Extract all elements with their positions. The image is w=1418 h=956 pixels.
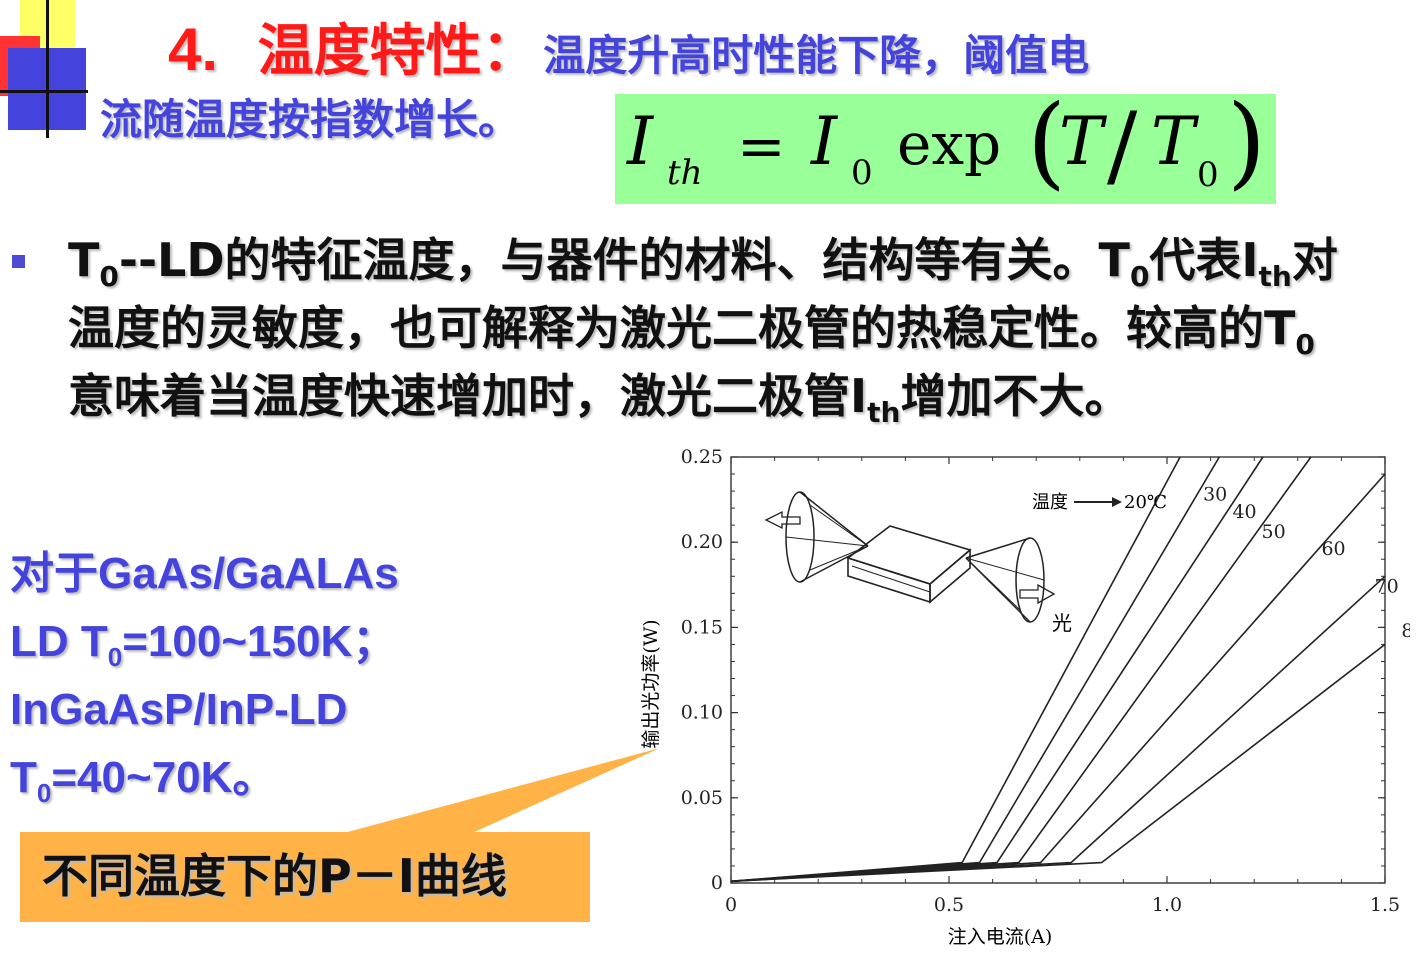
para-part4: 对温度的灵敏度，也可解释为激光二极管的热稳定性。较高的T bbox=[68, 233, 1338, 355]
slide-title: 4. 温度特性： 温度升高时性能下降，阈值电 bbox=[168, 6, 1089, 87]
corner-decoration bbox=[0, 0, 120, 140]
para-sub1: 0 bbox=[99, 260, 119, 293]
left-line1: 对于GaAs/GaALAs bbox=[10, 549, 399, 598]
series-label-70: 70 bbox=[1375, 576, 1399, 598]
left-line3: InGaAsP/InP-LD bbox=[10, 685, 348, 734]
y-tick-label: 0 bbox=[711, 872, 723, 894]
series-line-60 bbox=[730, 473, 1386, 883]
t0-values-block: 对于GaAs/GaALAs LD T0=100~150K； InGaAsP/In… bbox=[10, 540, 610, 812]
para-sub2: 0 bbox=[1129, 260, 1150, 293]
x-tick-label: 1.0 bbox=[1152, 894, 1182, 916]
chart-ticks: 0 0.05 0.10 0.15 0.20 0.25 0 0.5 1.0 1.5 bbox=[681, 446, 1400, 916]
x-axis-label: 注入电流(A) bbox=[948, 926, 1053, 948]
para-part3: 代表I bbox=[1149, 233, 1259, 287]
series-label-40: 40 bbox=[1232, 501, 1256, 523]
chart-series-labels: 304050607080 bbox=[1203, 484, 1410, 642]
left-line2: LD T0=100~150K； bbox=[10, 608, 610, 676]
formula-open-paren: ( bbox=[1027, 94, 1066, 200]
para-part6: 增加不大。 bbox=[900, 369, 1131, 423]
series-label-60: 60 bbox=[1321, 538, 1345, 560]
formula-exp: exp bbox=[897, 110, 1001, 178]
light-label: 光 bbox=[1052, 611, 1072, 635]
callout-text: 不同温度下的P－I曲线 bbox=[42, 849, 507, 903]
callout-box bbox=[20, 832, 590, 922]
series-line-80 bbox=[730, 643, 1386, 883]
y-tick-label: 0.15 bbox=[681, 616, 723, 638]
formula-equals: = bbox=[737, 112, 786, 180]
series-label-50: 50 bbox=[1262, 521, 1286, 543]
para-sub5: th bbox=[867, 396, 901, 429]
bullet-marker bbox=[12, 255, 25, 268]
formula-svg: I th = I 0 exp ( T / T 0 ) bbox=[626, 94, 1266, 200]
formula-lhs-sub: th bbox=[667, 153, 703, 193]
left-line4-a: T bbox=[10, 753, 37, 802]
y-axis-label: 输出光功率(W) bbox=[640, 619, 662, 748]
title-subtitle-line1: 温度升高时性能下降，阈值电 bbox=[543, 31, 1090, 80]
left-line4: T0=40~70K。 bbox=[10, 744, 610, 812]
deco-vertical-line bbox=[46, 0, 49, 138]
left-line4-sub: 0 bbox=[36, 778, 52, 808]
title-main: 温度特性： bbox=[257, 19, 538, 84]
x-tick-label: 0.5 bbox=[934, 894, 964, 916]
para-sub3: th bbox=[1258, 260, 1292, 293]
chart-axes bbox=[730, 456, 1386, 884]
title-subtitle-line2: 流随温度按指数增长。 bbox=[100, 95, 521, 144]
y-tick-label: 0.25 bbox=[681, 446, 723, 468]
legend-prefix: 温度 bbox=[1032, 492, 1068, 513]
left-line2-sub: 0 bbox=[107, 642, 123, 672]
plot-frame bbox=[730, 456, 1386, 884]
chart-series-group bbox=[730, 456, 1386, 883]
formula-rhs-sub: 0 bbox=[851, 153, 873, 193]
series-line-40 bbox=[730, 456, 1264, 883]
deco-horizontal-line bbox=[0, 90, 88, 93]
chart-legend: 温度 20℃ bbox=[1032, 492, 1167, 513]
left-line4-b: =40~70K。 bbox=[51, 753, 277, 802]
para-part5: 意味着当温度快速增加时，激光二极管I bbox=[68, 369, 868, 423]
title-number: 4. bbox=[168, 16, 219, 83]
laser-diode-sketch: 光 bbox=[764, 491, 1072, 635]
formula-slash: / bbox=[1107, 94, 1138, 198]
x-tick-label: 0 bbox=[725, 894, 737, 916]
formula-t0: T bbox=[1151, 103, 1200, 180]
formula-close-paren: ) bbox=[1227, 94, 1266, 200]
legend-first: 20℃ bbox=[1124, 492, 1167, 513]
series-line-50 bbox=[730, 456, 1312, 883]
x-tick-label: 1.5 bbox=[1370, 894, 1400, 916]
series-label-30: 30 bbox=[1203, 484, 1227, 506]
series-line-20℃ bbox=[730, 456, 1181, 883]
formula-t0-sub: 0 bbox=[1197, 155, 1219, 195]
para-sub4: 0 bbox=[1295, 328, 1315, 361]
t0-explanation-paragraph: T0--LD的特征温度，与器件的材料、结构等有关。T0代表Ith对温度的灵敏度，… bbox=[68, 226, 1358, 430]
para-part1: T bbox=[68, 233, 100, 287]
y-tick-label: 0.10 bbox=[681, 702, 723, 724]
series-label-80: 80 bbox=[1401, 620, 1410, 642]
formula-rhs-i: I bbox=[810, 103, 839, 180]
formula-box: I th = I 0 exp ( T / T 0 ) bbox=[615, 94, 1276, 204]
y-tick-label: 0.20 bbox=[681, 531, 723, 553]
formula-t: T bbox=[1059, 103, 1108, 180]
left-line2-b: =100~150K； bbox=[122, 617, 397, 666]
para-part2: --LD的特征温度，与器件的材料、结构等有关。T bbox=[118, 233, 1130, 287]
formula-lhs-i: I bbox=[626, 103, 655, 180]
left-line2-a: LD T bbox=[10, 617, 108, 666]
y-tick-label: 0.05 bbox=[681, 787, 723, 809]
